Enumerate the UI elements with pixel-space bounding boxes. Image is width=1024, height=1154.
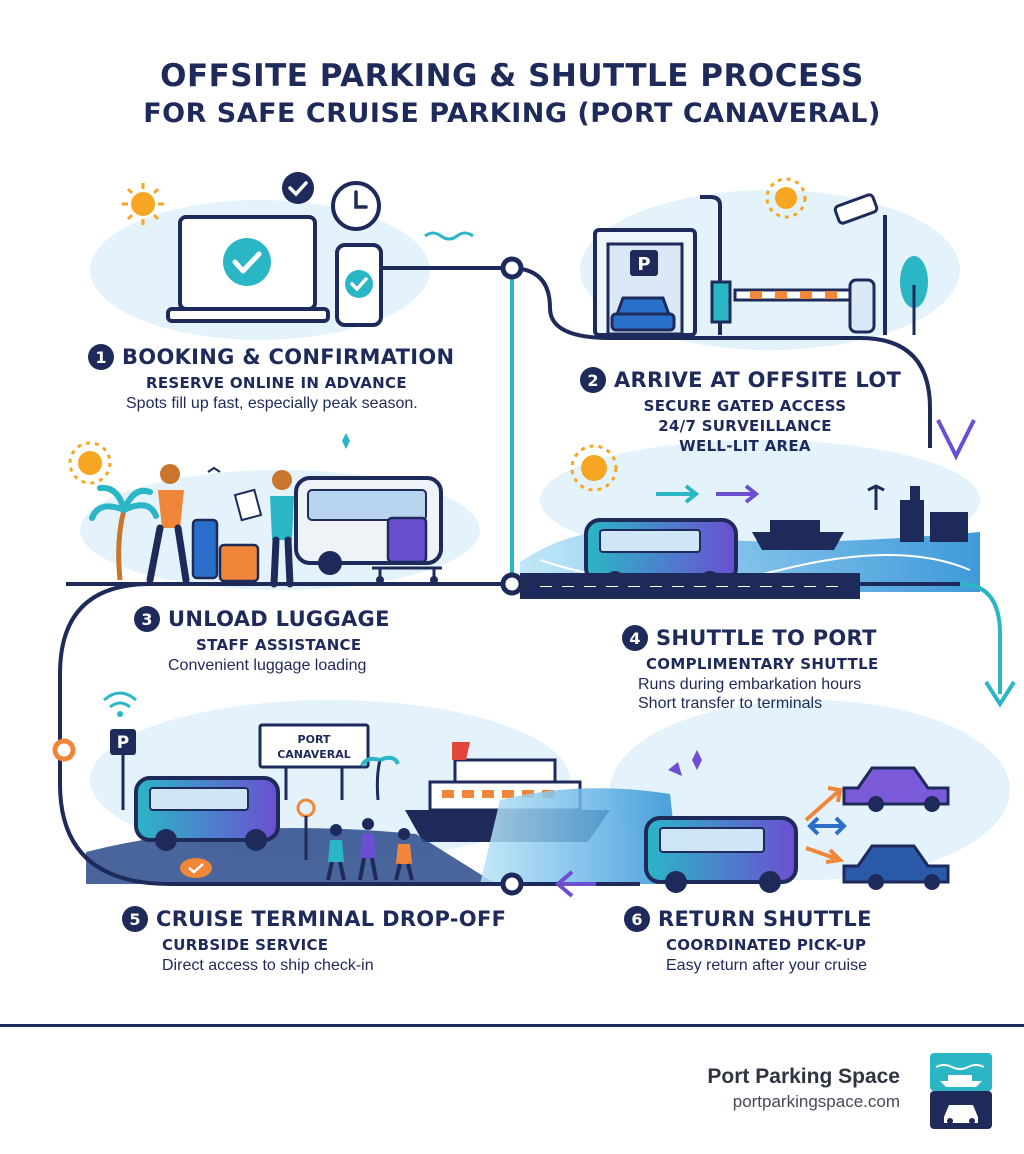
palm-tree-icon: [360, 755, 400, 801]
step-3-subtitle: STAFF ASSISTANCE: [196, 636, 362, 654]
return-shuttle-scene: [480, 700, 1010, 893]
car-icon: [610, 296, 676, 332]
step-2-subtitle: SECURE GATED ACCESS: [643, 397, 847, 415]
step-4: 4 SHUTTLE TO PORT COMPLIMENTARY SHUTTLE …: [622, 625, 952, 713]
car-icon: [842, 766, 950, 812]
port-sign: PORT CANAVERAL: [258, 723, 370, 800]
staff-figure: [233, 470, 294, 588]
step-6-number: 6: [624, 906, 650, 932]
step-4-text-2: Short transfer to terminals: [638, 695, 823, 712]
path-nodes: [52, 256, 524, 896]
step-3-title: UNLOAD LUGGAGE: [168, 607, 390, 631]
passenger-figure: [146, 464, 190, 584]
step-2-line-1: 24/7 SURVEILLANCE: [658, 417, 832, 435]
bus-icon: [644, 816, 798, 893]
step-5-title: CRUISE TERMINAL DROP-OFF: [156, 907, 507, 931]
sun-icon: [122, 183, 164, 225]
step-4-number: 4: [622, 625, 648, 651]
camera-icon: [833, 193, 887, 335]
unload-luggage-scene: [68, 433, 480, 590]
step-6-subtitle: COORDINATED PICK-UP: [666, 936, 867, 954]
step-5-number: 5: [122, 906, 148, 932]
step-2-title: ARRIVE AT OFFSITE LOT: [614, 368, 902, 392]
step-4-title: SHUTTLE TO PORT: [656, 626, 877, 650]
booking-scene: [90, 172, 474, 340]
step-3-text: Convenient luggage loading: [168, 657, 367, 674]
car-icon: [842, 844, 950, 890]
parking-sign-small: P: [117, 733, 129, 753]
process-illustration: P: [52, 172, 1016, 898]
step-6: 6 RETURN SHUTTLE COORDINATED PICK-UP Eas…: [624, 906, 954, 975]
clock-icon: [331, 181, 381, 231]
brand-url: portparkingspace.com: [732, 1092, 900, 1111]
sun-icon: [68, 441, 112, 485]
step-2-number: 2: [580, 367, 606, 393]
port-buildings: [867, 484, 968, 542]
step-1-text: Spots fill up fast, especially peak seas…: [126, 395, 418, 412]
shuttle-to-port-scene: [520, 440, 980, 599]
parking-sign: P: [637, 254, 650, 275]
step-4-text-1: Runs during embarkation hours: [638, 676, 862, 693]
brand-logo: [930, 1053, 992, 1129]
step-6-title: RETURN SHUTTLE: [658, 907, 872, 931]
step-2-line-2: WELL-LIT AREA: [679, 437, 811, 455]
port-sign-line2: CANAVERAL: [277, 748, 351, 761]
check-icon: [282, 172, 314, 204]
walking-passengers: [326, 818, 414, 881]
laptop-icon: [166, 215, 330, 323]
step-6-text: Easy return after your cruise: [666, 957, 867, 974]
phone-icon: [335, 243, 383, 327]
bus-icon: [134, 776, 280, 851]
step-1-title: BOOKING & CONFIRMATION: [122, 345, 455, 369]
page-title: OFFSITE PARKING & SHUTTLE PROCESS: [160, 58, 864, 94]
step-1: 1 BOOKING & CONFIRMATION RESERVE ONLINE …: [88, 344, 508, 413]
tree-icon: [900, 256, 928, 335]
offsite-lot-scene: P: [580, 177, 960, 350]
step-3-number: 3: [134, 606, 160, 632]
port-sign-line1: PORT: [298, 733, 331, 746]
terminal-dropoff-scene: P PORT CANAVERAL: [86, 691, 610, 884]
ship-icon: [752, 520, 844, 550]
footer-divider: [0, 1024, 1024, 1027]
step-3: 3 UNLOAD LUGGAGE STAFF ASSISTANCE Conven…: [134, 606, 474, 675]
sun-icon: [765, 177, 807, 219]
page-subtitle: FOR SAFE CRUISE PARKING (PORT CANAVERAL): [143, 98, 881, 129]
step-1-subtitle: RESERVE ONLINE IN ADVANCE: [146, 374, 407, 392]
step-4-subtitle: COMPLIMENTARY SHUTTLE: [646, 655, 879, 673]
step-1-number: 1: [88, 344, 114, 370]
step-5-subtitle: CURBSIDE SERVICE: [162, 936, 329, 954]
palm-tree-icon: [89, 484, 159, 581]
wifi-icon: [103, 691, 137, 717]
check-icon: [180, 858, 212, 878]
brand-name: Port Parking Space: [707, 1065, 900, 1088]
step-5-text: Direct access to ship check-in: [162, 957, 374, 974]
sun-icon: [570, 444, 618, 492]
step-2: 2 ARRIVE AT OFFSITE LOT SECURE GATED ACC…: [580, 367, 940, 455]
step-5: 5 CRUISE TERMINAL DROP-OFF CURBSIDE SERV…: [122, 906, 522, 975]
